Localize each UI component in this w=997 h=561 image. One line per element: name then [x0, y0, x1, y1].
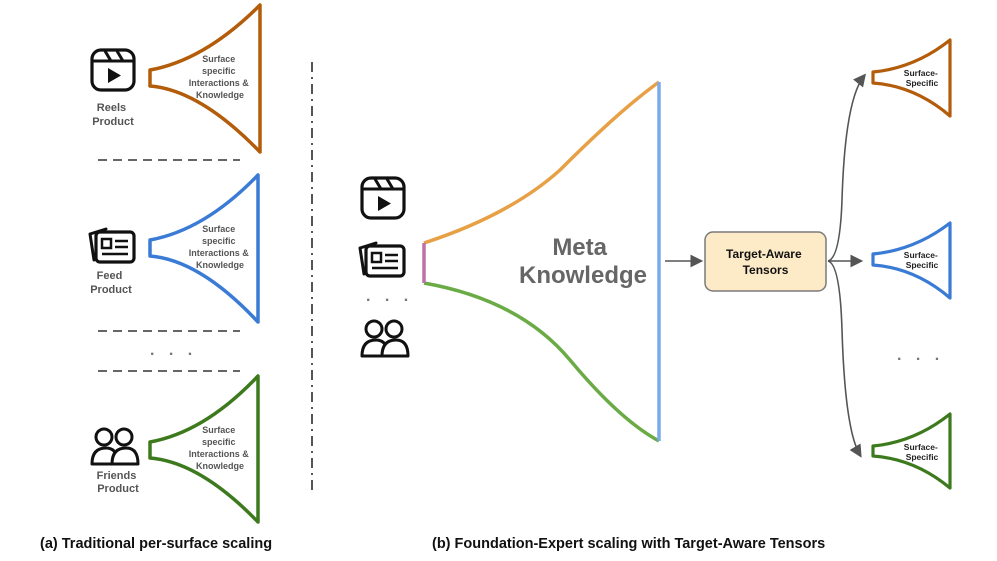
branch-arrow-top — [827, 73, 866, 262]
meta-knowledge-funnel: Meta Knowledge — [422, 80, 661, 443]
outputs-ellipsis: . . . — [897, 347, 944, 364]
funnel-upper-edge — [423, 80, 661, 245]
meta-knowledge-label: Meta Knowledge — [519, 234, 647, 289]
feed-product-label: Feed Product — [90, 270, 132, 296]
output-funnel-reels: Surface- Specific — [871, 38, 952, 118]
feed-funnel-label: Surface specific Interactions & Knowledg… — [189, 224, 252, 270]
right-caption: (b) Foundation-Expert scaling with Targe… — [432, 536, 825, 552]
target-aware-tensors-box: Target-Aware Tensors — [704, 231, 827, 292]
feed-row: Feed Product Surface specific Interactio… — [88, 173, 260, 324]
friends-row: Friends Product Surface specific Interac… — [90, 374, 260, 524]
reels-icon — [90, 48, 136, 92]
reels-funnel-label: Surface specific Interactions & Knowledg… — [189, 54, 252, 100]
output-label: Surface- Specific — [904, 250, 940, 270]
output-funnel-feed: Surface- Specific — [871, 221, 952, 300]
friends-icon — [90, 427, 140, 466]
left-caption: (a) Traditional per-surface scaling — [40, 536, 272, 552]
friends-funnel — [148, 374, 260, 524]
friends-product-label: Friends Product — [97, 470, 140, 495]
reels-product-label: Reels Product — [92, 102, 134, 128]
feed-icon — [358, 241, 406, 278]
left-panel: Reels Product Surface specific Interacti… — [40, 3, 272, 552]
feed-icon — [88, 227, 136, 264]
rows-ellipsis: . . . — [150, 342, 197, 359]
reels-icon — [360, 176, 406, 220]
right-panel: . . . Meta Knowledge Target-Aware Tensor… — [358, 38, 952, 552]
output-funnel-friends: Surface- Specific — [871, 412, 952, 490]
funnel-lower-edge — [423, 281, 660, 443]
branch-arrow-bottom — [827, 260, 862, 458]
output-label: Surface- Specific — [904, 442, 940, 462]
target-aware-tensors-label: Target-Aware Tensors — [726, 247, 805, 277]
inputs-ellipsis: . . . — [366, 288, 413, 305]
feed-funnel — [148, 173, 260, 324]
reels-row: Reels Product Surface specific Interacti… — [90, 3, 262, 154]
friends-icon — [360, 319, 410, 358]
friends-funnel-label: Surface specific Interactions & Knowledg… — [189, 425, 252, 471]
reels-funnel — [148, 3, 262, 154]
output-label: Surface- Specific — [904, 68, 940, 88]
